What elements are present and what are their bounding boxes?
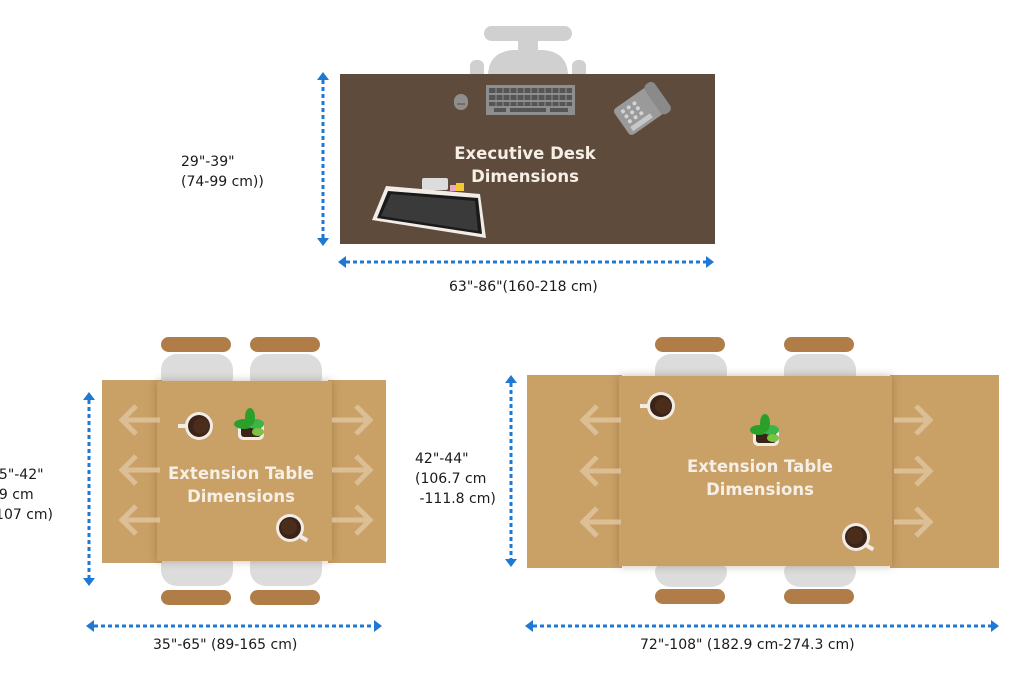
large-table-title: Extension Table Dimensions	[665, 455, 855, 501]
chair-back	[161, 337, 231, 352]
plant-icon	[750, 414, 779, 446]
small-table-width-arrow	[86, 620, 382, 632]
plant-icon	[234, 408, 264, 440]
large-table-width-label: 72"-108" (182.9 cm-274.3 cm)	[640, 637, 855, 653]
laptop-icon	[372, 178, 486, 238]
large-table-depth-label: 42"-44" (106.7 cm -111.8 cm)	[415, 451, 496, 507]
chair-seat	[784, 565, 856, 587]
chair-back	[784, 589, 854, 604]
telephone-icon	[613, 81, 671, 135]
chair-seat	[655, 565, 727, 587]
chair-seat	[655, 354, 727, 380]
coffee-cup-icon	[276, 514, 309, 543]
small-table-title-line2: Dimensions	[187, 487, 295, 506]
chair-seat	[161, 558, 233, 586]
chair-seat	[250, 558, 322, 586]
small-table-title-line1: Extension Table	[168, 464, 314, 483]
desk-width-label: 63"-86"(160-218 cm)	[449, 279, 598, 295]
chair-back	[161, 590, 231, 605]
executive-desk-title-line1: Executive Desk	[454, 144, 596, 163]
chair-seat	[250, 354, 322, 384]
office-chair-icon	[470, 26, 586, 80]
large-table-title-line1: Extension Table	[687, 457, 833, 476]
coffee-cup-icon	[640, 392, 675, 420]
chair-back	[655, 589, 725, 604]
extend-right-arrows-icon	[894, 404, 934, 538]
large-table-depth-arrow	[505, 375, 517, 567]
coffee-cup-icon	[178, 412, 213, 440]
keyboard-icon	[486, 85, 575, 115]
small-table-title: Extension Table Dimensions	[150, 462, 332, 508]
executive-desk-title: Executive Desk Dimensions	[430, 142, 620, 188]
extend-left-arrows-icon	[579, 404, 621, 538]
desk-depth-label: 29"-39" (74-99 cm))	[181, 154, 264, 190]
large-table-width-arrow	[525, 620, 999, 632]
chair-back	[250, 337, 320, 352]
desk-width-arrow	[338, 256, 714, 268]
chair-back	[250, 590, 320, 605]
chair-seat	[161, 354, 233, 384]
executive-desk-title-line2: Dimensions	[471, 167, 579, 186]
small-table-depth-arrow	[83, 392, 95, 586]
mouse-icon	[454, 94, 468, 110]
small-table-width-label: 35"-65" (89-165 cm)	[153, 637, 298, 653]
large-table-title-line2: Dimensions	[706, 480, 814, 499]
chair-back	[784, 337, 854, 352]
desk-depth-arrow	[317, 72, 329, 246]
small-table-depth-label: 35"-42" 89 cm -107 cm)	[0, 467, 54, 523]
extend-right-arrows-icon	[332, 404, 374, 536]
extend-left-arrows-icon	[118, 404, 160, 536]
chair-seat	[784, 354, 856, 380]
chair-back	[655, 337, 725, 352]
coffee-cup-icon	[842, 523, 875, 552]
